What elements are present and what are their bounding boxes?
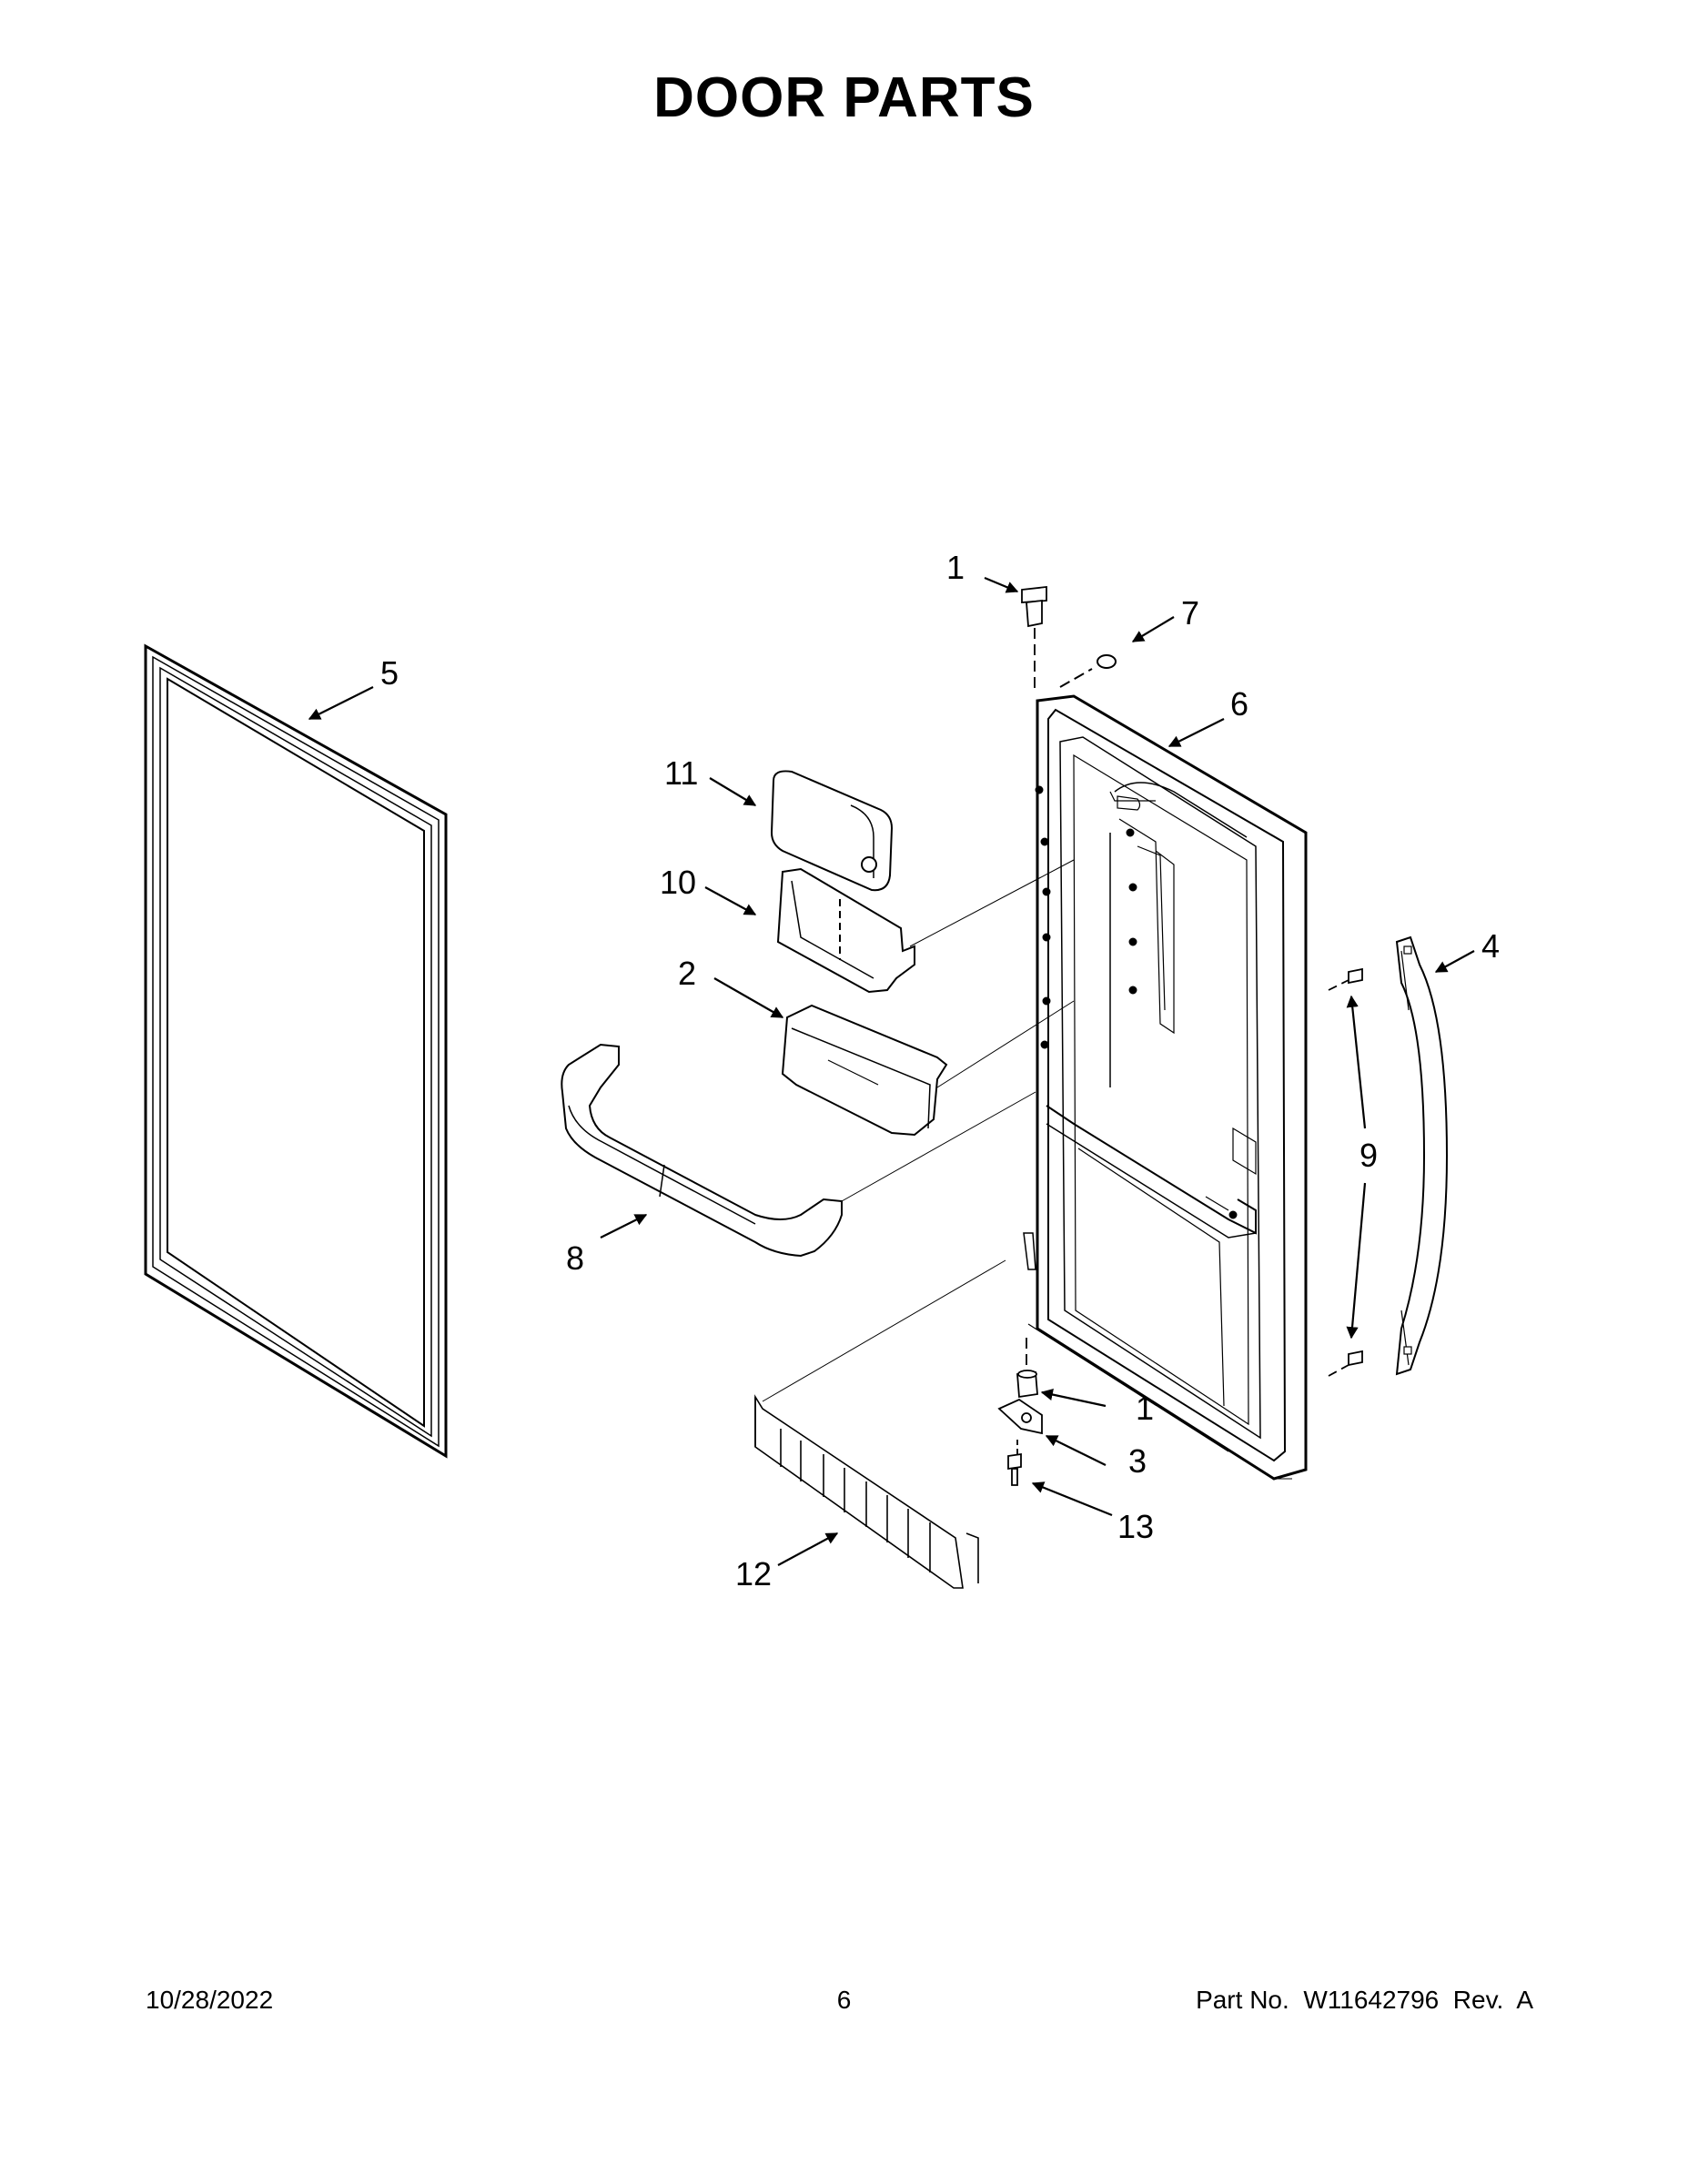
hinge-bushing-bottom (1016, 1338, 1038, 1399)
footer-page-number: 6 (836, 1986, 852, 2014)
callout-label: 9 (1359, 1137, 1378, 1174)
callout-label: 12 (735, 1555, 772, 1592)
door-bin (781, 1004, 948, 1137)
callout-label: 10 (660, 864, 696, 901)
callout-label: 8 (566, 1239, 584, 1277)
callout-label: 7 (1181, 594, 1199, 632)
callout-label: 4 (1481, 927, 1500, 965)
callout-arrows (308, 576, 1475, 1566)
callout-label: 11 (664, 754, 698, 792)
callout-label: 6 (1230, 685, 1248, 723)
callout-label: 2 (678, 955, 696, 992)
callout-label: 13 (1117, 1508, 1154, 1545)
handle-screws (1328, 967, 1363, 1377)
door-gasket (144, 643, 448, 1459)
hinge-bushing-top (1021, 585, 1047, 692)
callout-label: 1 (1136, 1390, 1154, 1427)
assembly-leader-lines (762, 859, 1292, 1480)
callout-label: 1 (946, 549, 965, 586)
footer-date: 10/28/2022 (146, 1986, 274, 2014)
wire-shelf (754, 1394, 979, 1589)
hinge-screw (1007, 1440, 1022, 1486)
footer-part-number: Part No. W11642796 Rev. A (1196, 1986, 1533, 2014)
dairy-bin (776, 867, 915, 994)
callout-label: 3 (1128, 1442, 1147, 1480)
callout-labels: 1 7 6 5 11 10 2 4 9 8 1 3 13 12 (380, 549, 1500, 1592)
page-title: DOOR PARTS (653, 66, 1035, 129)
plug (1059, 654, 1117, 688)
dairy-door (770, 770, 894, 892)
door-shelf-rail (561, 1043, 843, 1258)
bottom-hinge (997, 1398, 1043, 1435)
callout-label: 5 (380, 654, 399, 692)
door-handle (1395, 935, 1449, 1376)
door-assembly (1023, 694, 1308, 1481)
